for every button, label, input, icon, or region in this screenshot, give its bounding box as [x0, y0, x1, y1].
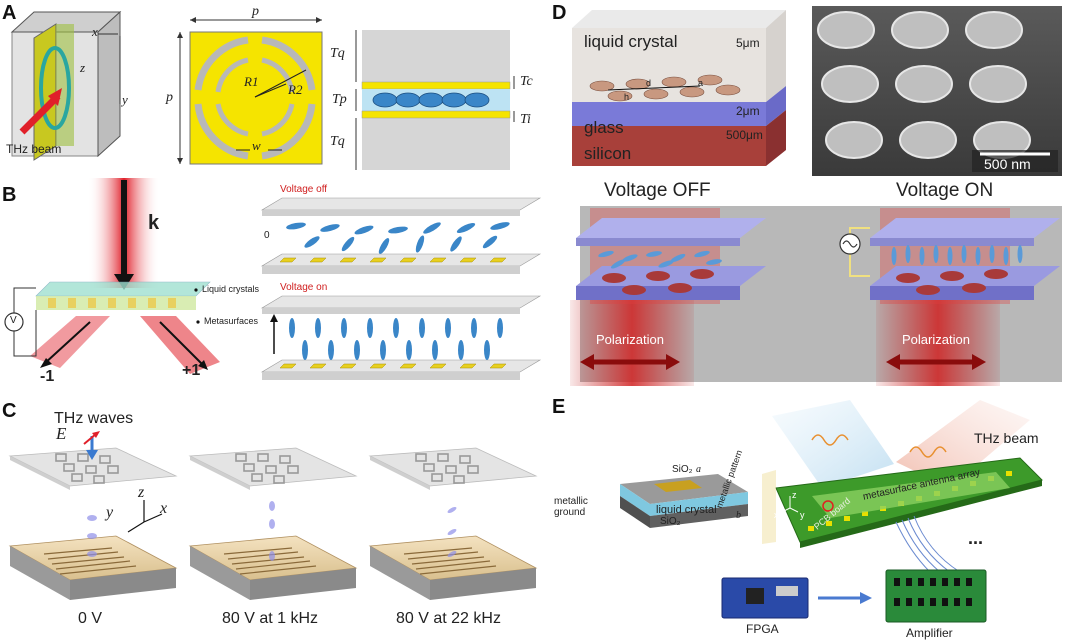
- r1-label: R1: [244, 74, 259, 89]
- dim-p-side: p: [166, 90, 173, 105]
- caption-80v-22khz: 80 V at 22 kHz: [396, 610, 501, 627]
- glass-layer-label: glass: [584, 118, 624, 137]
- scale-bar-label: 500 nm: [984, 156, 1031, 172]
- voltage-on-label: Voltage on: [280, 282, 328, 293]
- r2-label: R2: [288, 82, 303, 97]
- liquid-crystal-layer-label: liquid crystal: [584, 32, 678, 51]
- dim-p-top: p: [252, 4, 259, 19]
- panel-a-graphics: [10, 10, 515, 170]
- tq-top-label: Tq: [330, 46, 345, 61]
- order-plus1-label: +1: [182, 362, 201, 379]
- panel-a-letter: A: [2, 2, 17, 24]
- panel-c: C THz waves E z y x 0 V 80 V at 1 kHz 80…: [0, 396, 545, 642]
- voltage-source-label: V: [10, 315, 17, 326]
- panel-b-graphics: [4, 178, 542, 380]
- metasurfaces-label: Metasurfaces: [204, 316, 259, 326]
- tc-label: Tc: [520, 74, 533, 89]
- axis-x-label: x: [92, 24, 98, 39]
- ti-label: Ti: [520, 112, 531, 127]
- ellipsis-label: ...: [968, 528, 984, 548]
- fpga-label: FPGA: [746, 622, 779, 636]
- metallic-ground-label: metallic ground: [554, 496, 588, 518]
- e-axis-y: y: [800, 510, 805, 520]
- tq-bottom-label: Tq: [330, 134, 345, 149]
- thz-beam-label: THz beam: [6, 142, 62, 156]
- thz-beam-e-label: THz beam: [974, 430, 1039, 446]
- e-field-label: E: [56, 424, 67, 443]
- e-axis-x: x: [774, 510, 779, 520]
- device-0v: [8, 447, 178, 600]
- panel-d-graphics: [570, 6, 1062, 386]
- sio2-bottom-label: SiO₂: [660, 516, 681, 527]
- c-axis-x: x: [160, 500, 168, 517]
- panel-c-letter: C: [2, 400, 17, 422]
- c-axis-z: z: [138, 484, 145, 501]
- caption-0v: 0 V: [78, 610, 103, 627]
- voltage-on-title: Voltage ON: [896, 180, 994, 201]
- polarization-right-label: Polarization: [902, 332, 970, 347]
- c-axis-y: y: [106, 504, 114, 521]
- panel-b: B k V Liquid crystals Metasurfaces -1 +1…: [0, 178, 545, 390]
- panel-d: D liquid crystal 5μm 2μm glass 500μm sil…: [550, 0, 1065, 386]
- polarization-left-label: Polarization: [596, 332, 664, 347]
- lc-thickness-label: 5μm: [736, 36, 760, 50]
- sio2-top-label: SiO₂: [672, 464, 693, 475]
- silicon-layer-label: silicon: [584, 144, 632, 163]
- voltage-off-title: Voltage OFF: [604, 180, 711, 201]
- b-dim-label: b: [736, 510, 741, 521]
- h-label: h: [624, 92, 630, 102]
- tp-label: Tp: [332, 92, 347, 107]
- panel-a: A x z y THz beam p p R1 R2 w Tq Tp Tq Tc…: [0, 0, 545, 176]
- caption-80v-1khz: 80 V at 1 kHz: [222, 610, 319, 627]
- d-label: d: [646, 78, 652, 88]
- zero-label: 0: [264, 230, 270, 241]
- voltage-off-label: Voltage off: [280, 184, 328, 195]
- axis-z-label: z: [80, 60, 86, 75]
- liquid-crystals-label: Liquid crystals: [202, 284, 260, 294]
- w-label: w: [252, 138, 261, 153]
- thz-waves-label: THz waves: [54, 410, 134, 427]
- panel-e: E THz beam SiO₂ a metallic pattern metal…: [550, 392, 1065, 642]
- order-minus1-label: -1: [40, 368, 55, 385]
- panel-d-letter: D: [552, 2, 567, 24]
- a-dim-label: a: [696, 464, 701, 475]
- a-label: a: [698, 78, 704, 88]
- liquid-crystal-e-label: liquid crystal: [656, 504, 717, 516]
- glass-thickness-label: 500μm: [726, 128, 763, 142]
- amplifier-label: Amplifier: [906, 626, 953, 640]
- mid-thickness-label: 2μm: [736, 104, 760, 118]
- panel-c-graphics: [8, 431, 538, 600]
- panel-b-letter: B: [2, 184, 17, 206]
- e-axis-z: z: [792, 490, 797, 500]
- panel-e-graphics: [620, 400, 1043, 623]
- axis-y-label: y: [122, 92, 128, 107]
- panel-e-letter: E: [552, 396, 566, 418]
- k-label: k: [148, 212, 160, 234]
